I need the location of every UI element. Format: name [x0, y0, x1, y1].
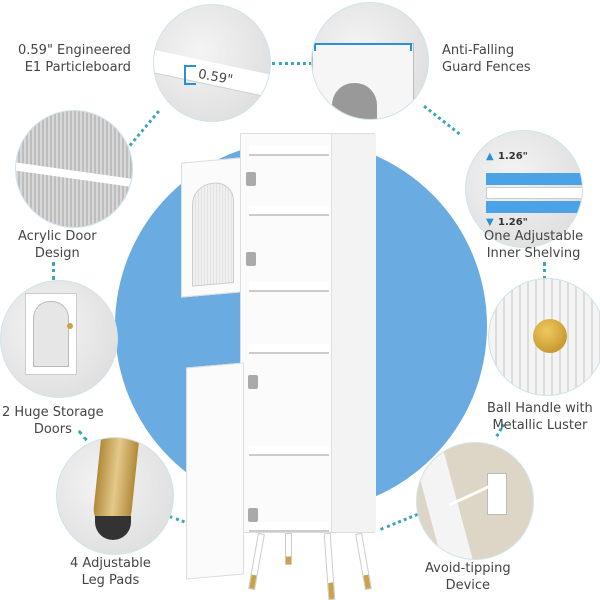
guard-fence-detail-image — [311, 2, 429, 120]
lower-door[interactable] — [186, 362, 244, 580]
storage-door-detail-image — [0, 280, 118, 398]
leg — [355, 532, 372, 591]
connector-line — [380, 513, 419, 531]
shelf — [249, 344, 329, 354]
shelf-gap-top: 1.26" — [498, 151, 528, 162]
leg — [248, 532, 265, 591]
cabinet-body — [240, 133, 376, 533]
hinge — [248, 508, 258, 522]
connector-line — [52, 262, 55, 280]
shelving-detail-image: ▲ 1.26" ▼ 1.26" — [465, 130, 583, 248]
leg — [323, 532, 336, 600]
shelf — [249, 282, 329, 292]
hinge — [246, 252, 256, 266]
upper-acrylic-door[interactable] — [181, 157, 241, 298]
leg — [285, 533, 292, 565]
ball-handle-detail-image — [488, 278, 600, 396]
particleboard-detail-image: 0.59" — [153, 4, 271, 122]
shelf-gap-bottom: 1.26" — [498, 217, 528, 228]
hinge — [248, 375, 258, 389]
shelf — [249, 522, 329, 532]
hinge — [246, 172, 256, 186]
shelf — [249, 146, 329, 156]
anti-tip-detail-image — [416, 442, 534, 560]
connector-line — [272, 62, 312, 65]
shelf — [249, 206, 329, 216]
acrylic-door-detail-image — [15, 110, 133, 228]
leg-pad-detail-image — [56, 437, 174, 555]
shelf — [249, 446, 329, 456]
connector-line — [423, 105, 461, 136]
connector-line — [128, 110, 160, 147]
